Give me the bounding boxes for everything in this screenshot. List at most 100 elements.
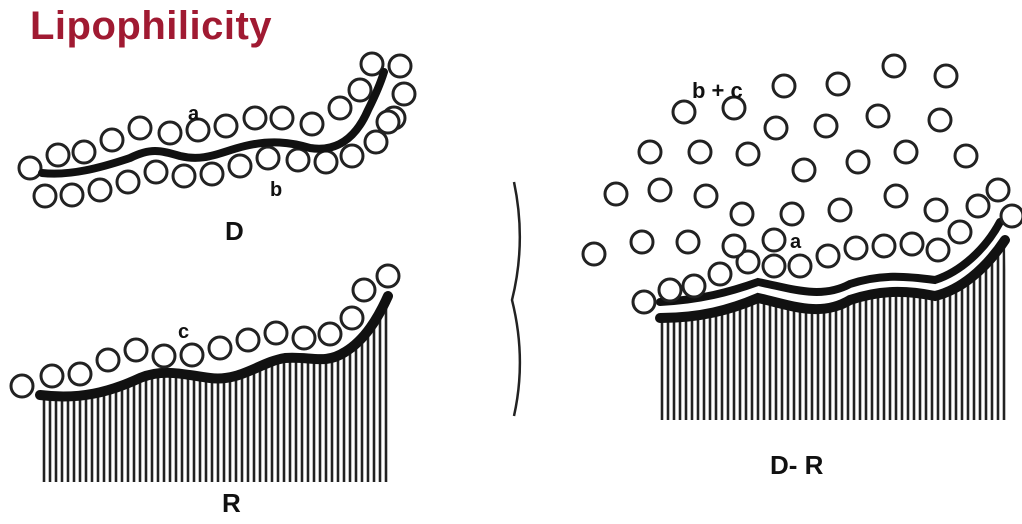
water-molecule [781,203,803,225]
water-molecule [927,239,949,261]
water-molecule [763,255,785,277]
separator-brace [512,182,520,416]
label-drug-b: b [270,179,282,201]
water-molecule [61,184,83,206]
water-molecule [737,143,759,165]
water-molecule [145,161,167,183]
water-molecule [393,83,415,105]
water-molecule [673,101,695,123]
water-molecule [763,229,785,251]
water-molecule [341,307,363,329]
water-molecule [97,349,119,371]
water-molecule [159,122,181,144]
water-molecule [209,337,231,359]
label-complex-a: a [790,231,802,253]
water-molecule [1001,205,1022,227]
water-molecule [125,339,147,361]
water-molecule [633,291,655,313]
water-molecule [349,79,371,101]
water-molecule [215,115,237,137]
water-molecule [709,263,731,285]
water-molecule [731,203,753,225]
water-molecule [319,323,341,345]
water-molecule [47,144,69,166]
water-molecule [689,141,711,163]
label-complex-DR: D- R [770,450,824,480]
water-molecule [949,221,971,243]
water-molecule [649,179,671,201]
water-molecule [293,327,315,349]
water-molecule [101,129,123,151]
water-molecule [11,375,33,397]
water-molecule [845,237,867,259]
water-molecule [659,279,681,301]
water-molecule [265,322,287,344]
water-molecule [639,141,661,163]
water-molecule [237,329,259,351]
water-molecule [935,65,957,87]
water-molecule [773,75,795,97]
water-molecule [353,279,375,301]
water-molecule [605,183,627,205]
water-molecule [377,111,399,133]
water-molecule [867,105,889,127]
water-molecule [301,113,323,135]
water-molecule [683,275,705,297]
water-molecule [329,97,351,119]
water-molecule [287,149,309,171]
label-receptor-R: R [222,488,241,518]
water-molecule [173,165,195,187]
water-molecule [885,185,907,207]
drug-molecule [19,53,415,207]
water-molecule [967,195,989,217]
water-molecule [41,365,63,387]
water-molecule [153,345,175,367]
water-molecule [815,115,837,137]
water-molecule [723,235,745,257]
water-molecule [789,255,811,277]
water-molecule [117,171,139,193]
water-molecule [677,231,699,253]
water-molecule [365,131,387,153]
label-drug-a: a [188,103,200,125]
water-molecule [817,245,839,267]
water-molecule [129,117,151,139]
water-molecule [229,155,251,177]
label-complex-bc: b + c [692,78,743,103]
water-molecule [847,151,869,173]
water-molecule [987,179,1009,201]
water-molecule [315,151,337,173]
water-molecule [377,265,399,287]
water-molecule [827,73,849,95]
water-molecule [389,55,411,77]
water-molecule [89,179,111,201]
water-molecule [883,55,905,77]
water-molecule [955,145,977,167]
water-molecule [765,117,787,139]
water-molecule [895,141,917,163]
water-molecule [929,109,951,131]
drug-receptor-complex [583,55,1022,420]
water-molecule [181,344,203,366]
water-molecule [244,107,266,129]
water-molecule [631,231,653,253]
water-molecule [201,163,223,185]
water-molecule [19,157,41,179]
water-molecule [925,199,947,221]
water-molecule [901,233,923,255]
water-molecule [271,107,293,129]
label-drug-D: D [225,216,244,246]
water-molecule [257,147,279,169]
water-molecule [341,145,363,167]
water-molecule [829,199,851,221]
water-molecule [583,243,605,265]
water-molecule [34,185,56,207]
water-molecule [873,235,895,257]
water-molecule [695,185,717,207]
label-receptor-c: c [178,321,189,343]
water-molecule [69,363,91,385]
water-molecule [361,53,383,75]
water-molecule [73,141,95,163]
receptor-surface [11,265,399,482]
